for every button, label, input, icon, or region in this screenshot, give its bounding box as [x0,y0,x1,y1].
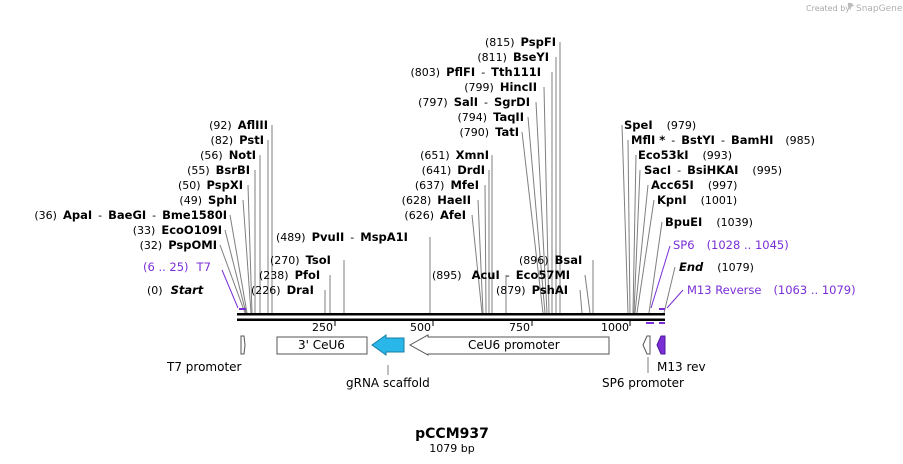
tick-label: 250 [312,321,333,334]
site-label: BpuEI(1039) [665,215,753,229]
sp6-feature-label: SP6(1028 .. 1045) [673,238,789,252]
site-label: Acc65I(997) [651,178,737,192]
grna-scaffold-feature: gRNA scaffold [346,334,430,390]
tick-label: 750 [509,321,530,334]
site-label: (55)BsrBI [187,163,250,177]
site-label: KpnI(1001) [657,193,737,207]
sites-left: (92)AflIII (82)PstI (56)NotI (55)BsrBI (… [34,118,268,252]
feature-text-labels: (6 .. 25)T7 (0)Start SP6(1028 .. 1045) M… [143,238,856,297]
tick-label: 500 [410,321,431,334]
site-label: SpeI(979) [624,118,696,132]
credit-prefix: Created by [806,4,850,13]
site-label: (811)BseYI [477,50,549,64]
site-label: (815)PspFI [485,35,556,49]
site-label: (270)TsoI [270,253,331,267]
site-label: (895)AcuI-Eco57MI [432,268,570,282]
site-label: (50)PspXI [178,178,243,192]
site-label: (637)MfeI [415,178,479,192]
site-label: (896)BsaI [519,253,582,267]
site-label: (33)EcoO109I [133,223,222,237]
snapgene-logo-icon [847,2,854,10]
start-label: (0)Start [147,283,204,297]
m13-reverse-feature-label: M13 Reverse(1063 .. 1079) [687,283,856,297]
site-label: (82)PstI [211,133,264,147]
site-label: (879)PshAI [496,283,568,297]
site-label: (626)AfeI [404,208,466,222]
site-label: (49)SphI [179,193,237,207]
sites-right: SpeI(979) MflI *-BstYI-BamHI(985) Eco53k… [624,118,815,274]
site-label: End(1079) [679,260,754,274]
scale: 250 500 750 1000 [312,321,631,334]
ceu6-3prime-feature: 3' CeU6 [276,336,368,355]
ceu6-promoter-feature: CeU6 promoter [408,334,610,356]
site-label: (797)SalI-SgrDI [418,95,530,109]
t7-promoter-feature: T7 promoter [166,335,246,374]
sites-mid: (489)PvuII-MspA1I (270)TsoI (238)PfoI (2… [251,230,408,297]
plasmid-length: 1079 bp [429,442,474,455]
grna-scaffold-label: gRNA scaffold [346,376,430,390]
site-label: (790)TatI [460,125,520,139]
t7-promoter-label: T7 promoter [166,360,242,374]
ceu6-promoter-label: CeU6 promoter [468,338,560,352]
site-label: (56)NotI [200,148,256,162]
credit-brand: SnapGene [856,4,903,14]
feature-bars [239,308,665,324]
ceu6-3prime-label: 3' CeU6 [298,338,345,352]
leader-lines [219,42,676,314]
site-label: (799)HincII [464,80,537,94]
sp6-promoter-label: SP6 promoter [602,376,684,390]
site-label: Eco53kI(993) [638,148,732,162]
site-label: (641)DrdI [422,163,485,177]
site-label: (651)XmnI [420,148,489,162]
site-label: SacI-BsiHKAI(995) [644,163,782,177]
site-label: (238)PfoI [259,268,320,282]
site-label: (226)DraI [251,283,314,297]
plasmid-name: pCCM937 [415,426,489,442]
tick-label: 1000 [601,321,629,334]
site-label: (36)ApaI-BaeGI-Bme1580I [34,208,227,222]
site-label: MflI *-BstYI-BamHI(985) [631,133,815,147]
backbone [237,313,665,321]
site-label: (32)PspOMI [140,238,217,252]
site-label: (794)TaqII [457,110,524,124]
feature-leaders [221,245,684,309]
t7-feature-label: (6 .. 25)T7 [143,260,211,274]
sites-center: (815)PspFI (811)BseYI (803)PflFI-Tth111I… [402,35,583,297]
sp6-promoter-feature: SP6 promoter [602,335,684,390]
site-label: (92)AflIII [209,118,268,132]
m13-rev-label: M13 rev [657,360,706,374]
m13-rev-feature: M13 rev [656,335,706,374]
site-label: (489)PvuII-MspA1I [276,230,408,244]
site-label: (628)HaeII [402,193,471,207]
site-label: (803)PflFI-Tth111I [411,65,542,79]
